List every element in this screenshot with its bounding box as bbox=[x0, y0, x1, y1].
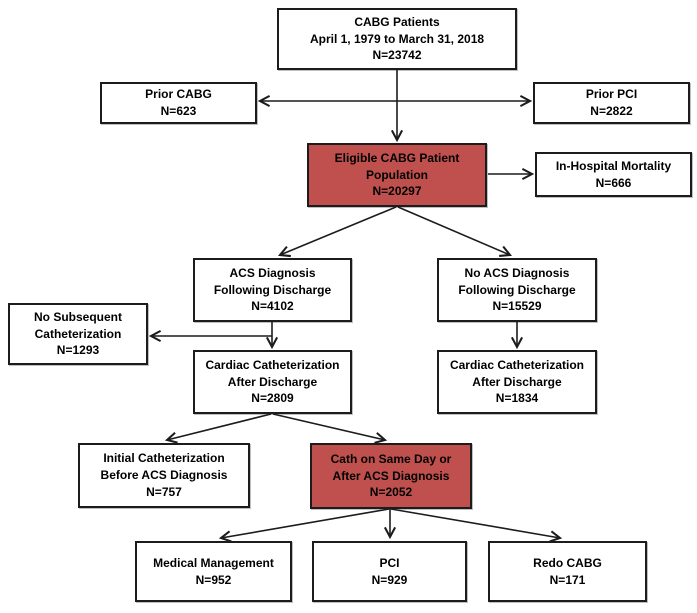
node-prior-pci: Prior PCI N=2822 bbox=[533, 82, 690, 124]
node-redo-cabg: Redo CABG N=171 bbox=[488, 541, 647, 602]
node-eligible-population: Eligible CABG Patient Population N=20297 bbox=[307, 143, 487, 207]
node-prior-cabg: Prior CABG N=623 bbox=[100, 82, 257, 124]
node-cardiac-cath-no-acs: Cardiac Catheterization After Discharge … bbox=[437, 350, 597, 414]
node-initial-cath-before-acs: Initial Catheterization Before ACS Diagn… bbox=[78, 443, 250, 508]
node-in-hospital-mortality: In-Hospital Mortality N=666 bbox=[535, 152, 692, 197]
node-no-acs-diagnosis: No ACS Diagnosis Following Discharge N=1… bbox=[437, 258, 597, 322]
connector-eligible-to-no-acs bbox=[397, 206, 510, 255]
connector-same-day-to-redo bbox=[390, 508, 560, 538]
node-cath-same-day-or-after: Cath on Same Day or After ACS Diagnosis … bbox=[310, 443, 472, 509]
connector-cath-to-initial bbox=[167, 413, 272, 440]
node-no-subsequent-cath: No Subsequent Catheterization N=1293 bbox=[8, 303, 148, 365]
node-medical-management: Medical Management N=952 bbox=[135, 541, 292, 602]
connector-same-day-to-medical bbox=[221, 508, 390, 538]
node-cabg-patients: CABG Patients April 1, 1979 to March 31,… bbox=[277, 8, 517, 70]
node-acs-diagnosis: ACS Diagnosis Following Discharge N=4102 bbox=[193, 258, 352, 322]
node-pci: PCI N=929 bbox=[312, 541, 467, 602]
node-cardiac-cath-after-acs: Cardiac Catheterization After Discharge … bbox=[193, 350, 352, 414]
connector-eligible-to-acs bbox=[280, 206, 397, 255]
connector-cath-to-same-day bbox=[272, 413, 385, 440]
